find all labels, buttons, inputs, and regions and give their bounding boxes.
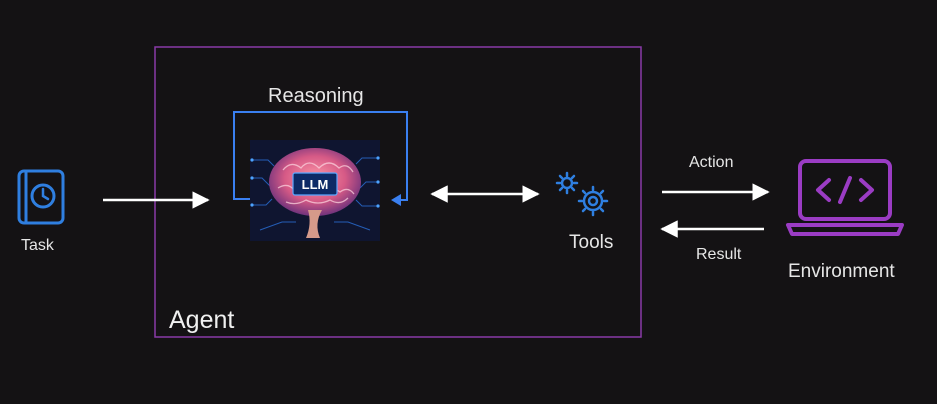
task-icon xyxy=(17,169,65,225)
gears-icon xyxy=(555,171,609,217)
environment-label: Environment xyxy=(788,261,895,282)
reasoning-loop xyxy=(233,111,408,206)
result-label: Result xyxy=(696,246,742,263)
task-label: Task xyxy=(21,237,54,254)
action-label: Action xyxy=(689,154,734,171)
reasoning-label: Reasoning xyxy=(268,85,364,107)
agent-label: Agent xyxy=(169,306,235,334)
agent-boundary xyxy=(154,46,642,338)
tools-label: Tools xyxy=(569,232,614,253)
llm-brain-icon: LLM xyxy=(250,140,380,241)
llm-label: LLM xyxy=(302,177,329,192)
laptop-code-icon xyxy=(786,159,904,236)
